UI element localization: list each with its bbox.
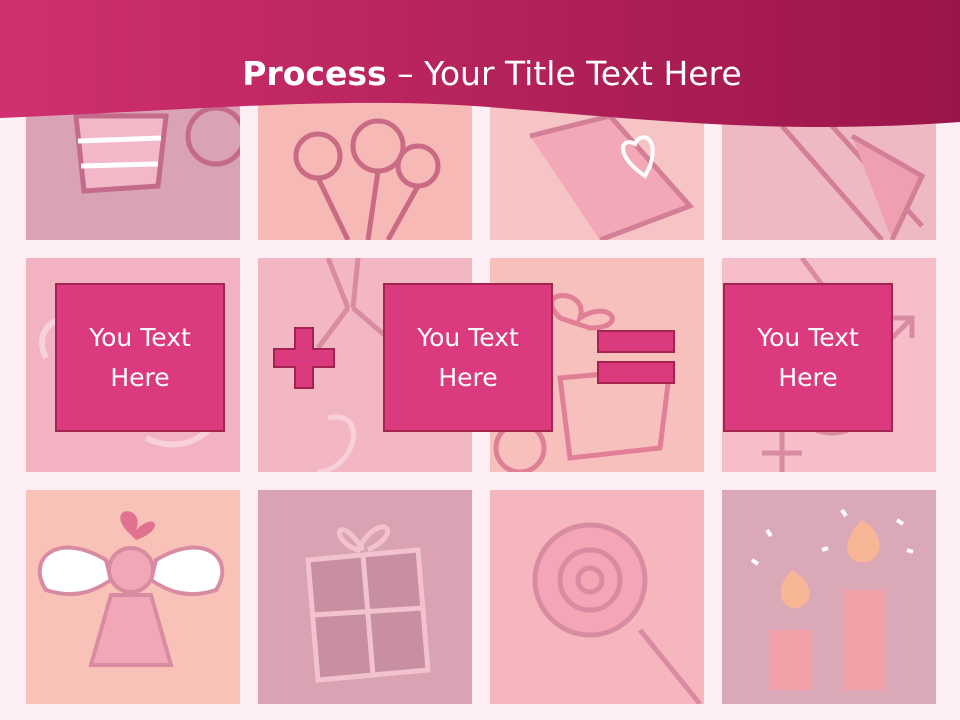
equals-icon <box>597 330 677 390</box>
plus-icon <box>273 327 335 393</box>
process-box-2[interactable]: You Text Here <box>383 283 553 432</box>
process-box-1-text: You Text Here <box>89 322 191 392</box>
process-box-2-text: You Text Here <box>417 322 519 392</box>
angel-tile <box>26 490 240 704</box>
present-tile <box>258 490 472 704</box>
process-box-3-text: You Text Here <box>757 322 859 392</box>
title-dash: – <box>386 54 425 93</box>
rose-tile <box>490 490 704 704</box>
title-bold: Process <box>242 54 387 93</box>
process-box-1[interactable]: You Text Here <box>55 283 225 432</box>
header-band <box>0 0 960 140</box>
slide-title: Process – Your Title Text Here <box>0 52 960 96</box>
title-text: Your Title Text Here <box>424 54 742 93</box>
process-box-3[interactable]: You Text Here <box>723 283 893 432</box>
candles-tile <box>722 490 936 704</box>
